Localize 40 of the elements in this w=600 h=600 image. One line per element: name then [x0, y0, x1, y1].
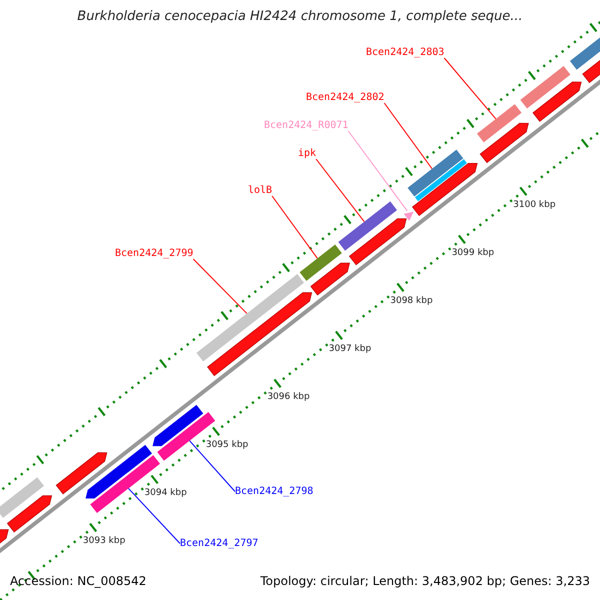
- leader-line: [348, 130, 408, 212]
- scale-label: 3096 kbp: [267, 392, 310, 403]
- gene-bar: [0, 477, 44, 518]
- scale-label: 3093 kbp: [82, 536, 126, 547]
- gene-bar: [415, 159, 467, 202]
- leader-line: [272, 196, 318, 259]
- scale-label: 3099 kbp: [452, 248, 494, 259]
- leader-line: [444, 58, 496, 120]
- accession-text: Accession: NC_008542: [10, 575, 146, 588]
- leader-line: [128, 488, 180, 544]
- gene-bar: [6, 495, 52, 532]
- gene-label: Bcen2424_2803: [366, 47, 444, 58]
- scale-label: 3095 kbp: [206, 440, 248, 451]
- gene-label: Bcen2424_R0071: [264, 120, 348, 131]
- scale-label: 3100 kbp: [513, 200, 556, 210]
- title: Burkholderia cenocepacia HI2424 chromosome 1, complete seque...: [76, 10, 524, 24]
- gene-bar: [56, 452, 108, 494]
- leader-line: [189, 440, 236, 492]
- gene-bar: [152, 404, 204, 446]
- leader-line: [192, 258, 248, 314]
- leader-line: [384, 102, 433, 170]
- scale-label: 3097 kbp: [328, 344, 372, 355]
- gene-bar: [412, 162, 478, 216]
- gene-label: Bcen2424_2797: [180, 538, 258, 549]
- gene-label: Bcen2424_2798: [235, 486, 314, 497]
- gene-bar: [480, 122, 529, 164]
- genome-info-text: Topology: circular; Length: 3,483,902 bp; Genes: 3,233: [260, 575, 590, 588]
- gene-label: Bcen2424_2799: [115, 248, 194, 259]
- gene-bar: [300, 244, 342, 281]
- leader-line: [316, 158, 365, 222]
- gene-label: ipk: [298, 148, 316, 159]
- gene-label: Bcen2424_2802: [306, 92, 384, 103]
- gene-label: lolB: [248, 185, 272, 196]
- gene-marker: [404, 212, 414, 221]
- scale-label: 3098 kbp: [390, 296, 433, 307]
- gene-bar: [207, 292, 312, 376]
- gene-bar: [310, 262, 350, 296]
- gene-bar: [532, 82, 582, 122]
- gene-bar: [348, 218, 407, 266]
- scale-label: 3094 kbp: [144, 488, 187, 499]
